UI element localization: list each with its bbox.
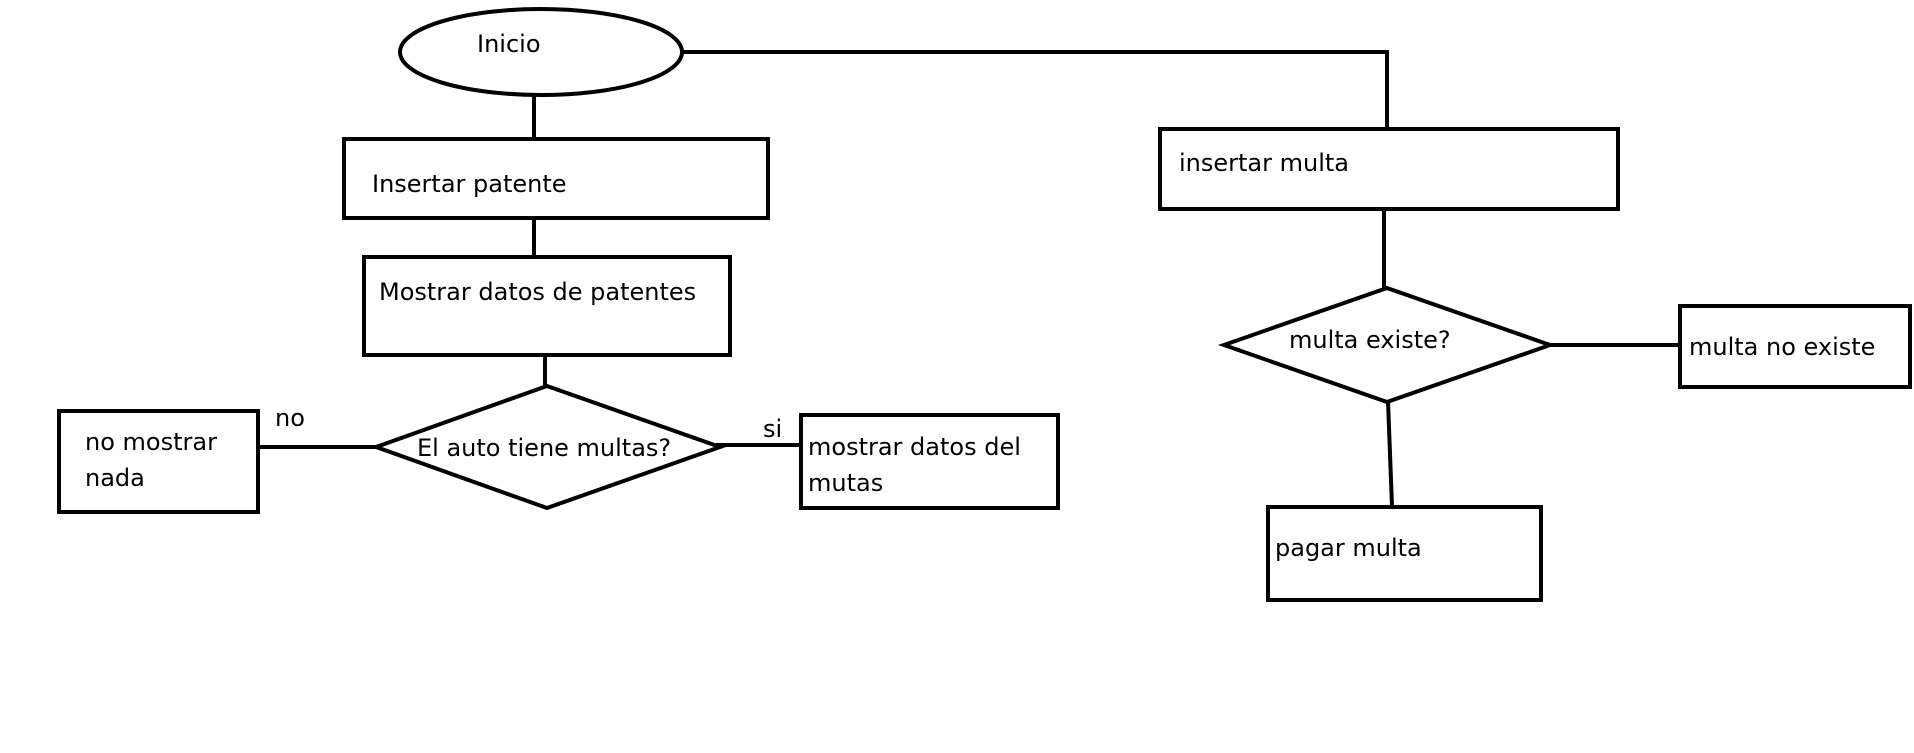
node-label: insertar multa [1179,149,1349,177]
node-label: Insertar patente [372,170,567,198]
edge-label-no: no [275,404,305,432]
node-label: pagar multa [1275,534,1422,562]
edge-inicio-insertar-multa [680,50,1389,130]
node-label: Inicio [477,30,541,58]
process-rect [342,137,770,220]
decision-diamond [1217,285,1557,405]
node-auto-tiene-multas[interactable]: El auto tiene multas? [370,383,727,511]
node-no-mostrar-nada[interactable]: no mostrar nada [57,409,260,514]
node-label: nada [85,464,145,492]
node-label: Mostrar datos de patentes [379,278,696,306]
process-rect [1678,304,1912,389]
connectors [256,50,1682,509]
node-multa-existe[interactable]: multa existe? [1217,285,1557,405]
node-label: multa existe? [1289,326,1451,354]
process-rect [362,255,732,357]
node-insertar-multa[interactable]: insertar multa [1158,127,1620,211]
node-label: mutas [808,469,883,497]
terminal-ellipse [398,7,684,97]
node-label: no mostrar [85,428,217,456]
process-rect [57,409,260,514]
process-rect [799,413,1060,510]
node-label: mostrar datos del [808,433,1021,461]
edge-decision-pagar-multa [1385,398,1395,509]
node-inicio[interactable]: Inicio [398,7,684,97]
node-mostrar-datos-patentes[interactable]: Mostrar datos de patentes [362,255,732,357]
process-rect [1158,127,1620,211]
process-rect [1266,505,1543,602]
node-insertar-patente[interactable]: Insertar patente [342,137,770,220]
edge-label-si: si [763,415,782,443]
node-pagar-multa[interactable]: pagar multa [1266,505,1543,602]
node-multa-no-existe[interactable]: multa no existe [1678,304,1912,389]
node-label: El auto tiene multas? [417,434,671,462]
decision-diamond [370,383,727,511]
node-mostrar-datos-mutas[interactable]: mostrar datos del mutas [799,413,1060,510]
node-label: multa no existe [1689,333,1875,361]
